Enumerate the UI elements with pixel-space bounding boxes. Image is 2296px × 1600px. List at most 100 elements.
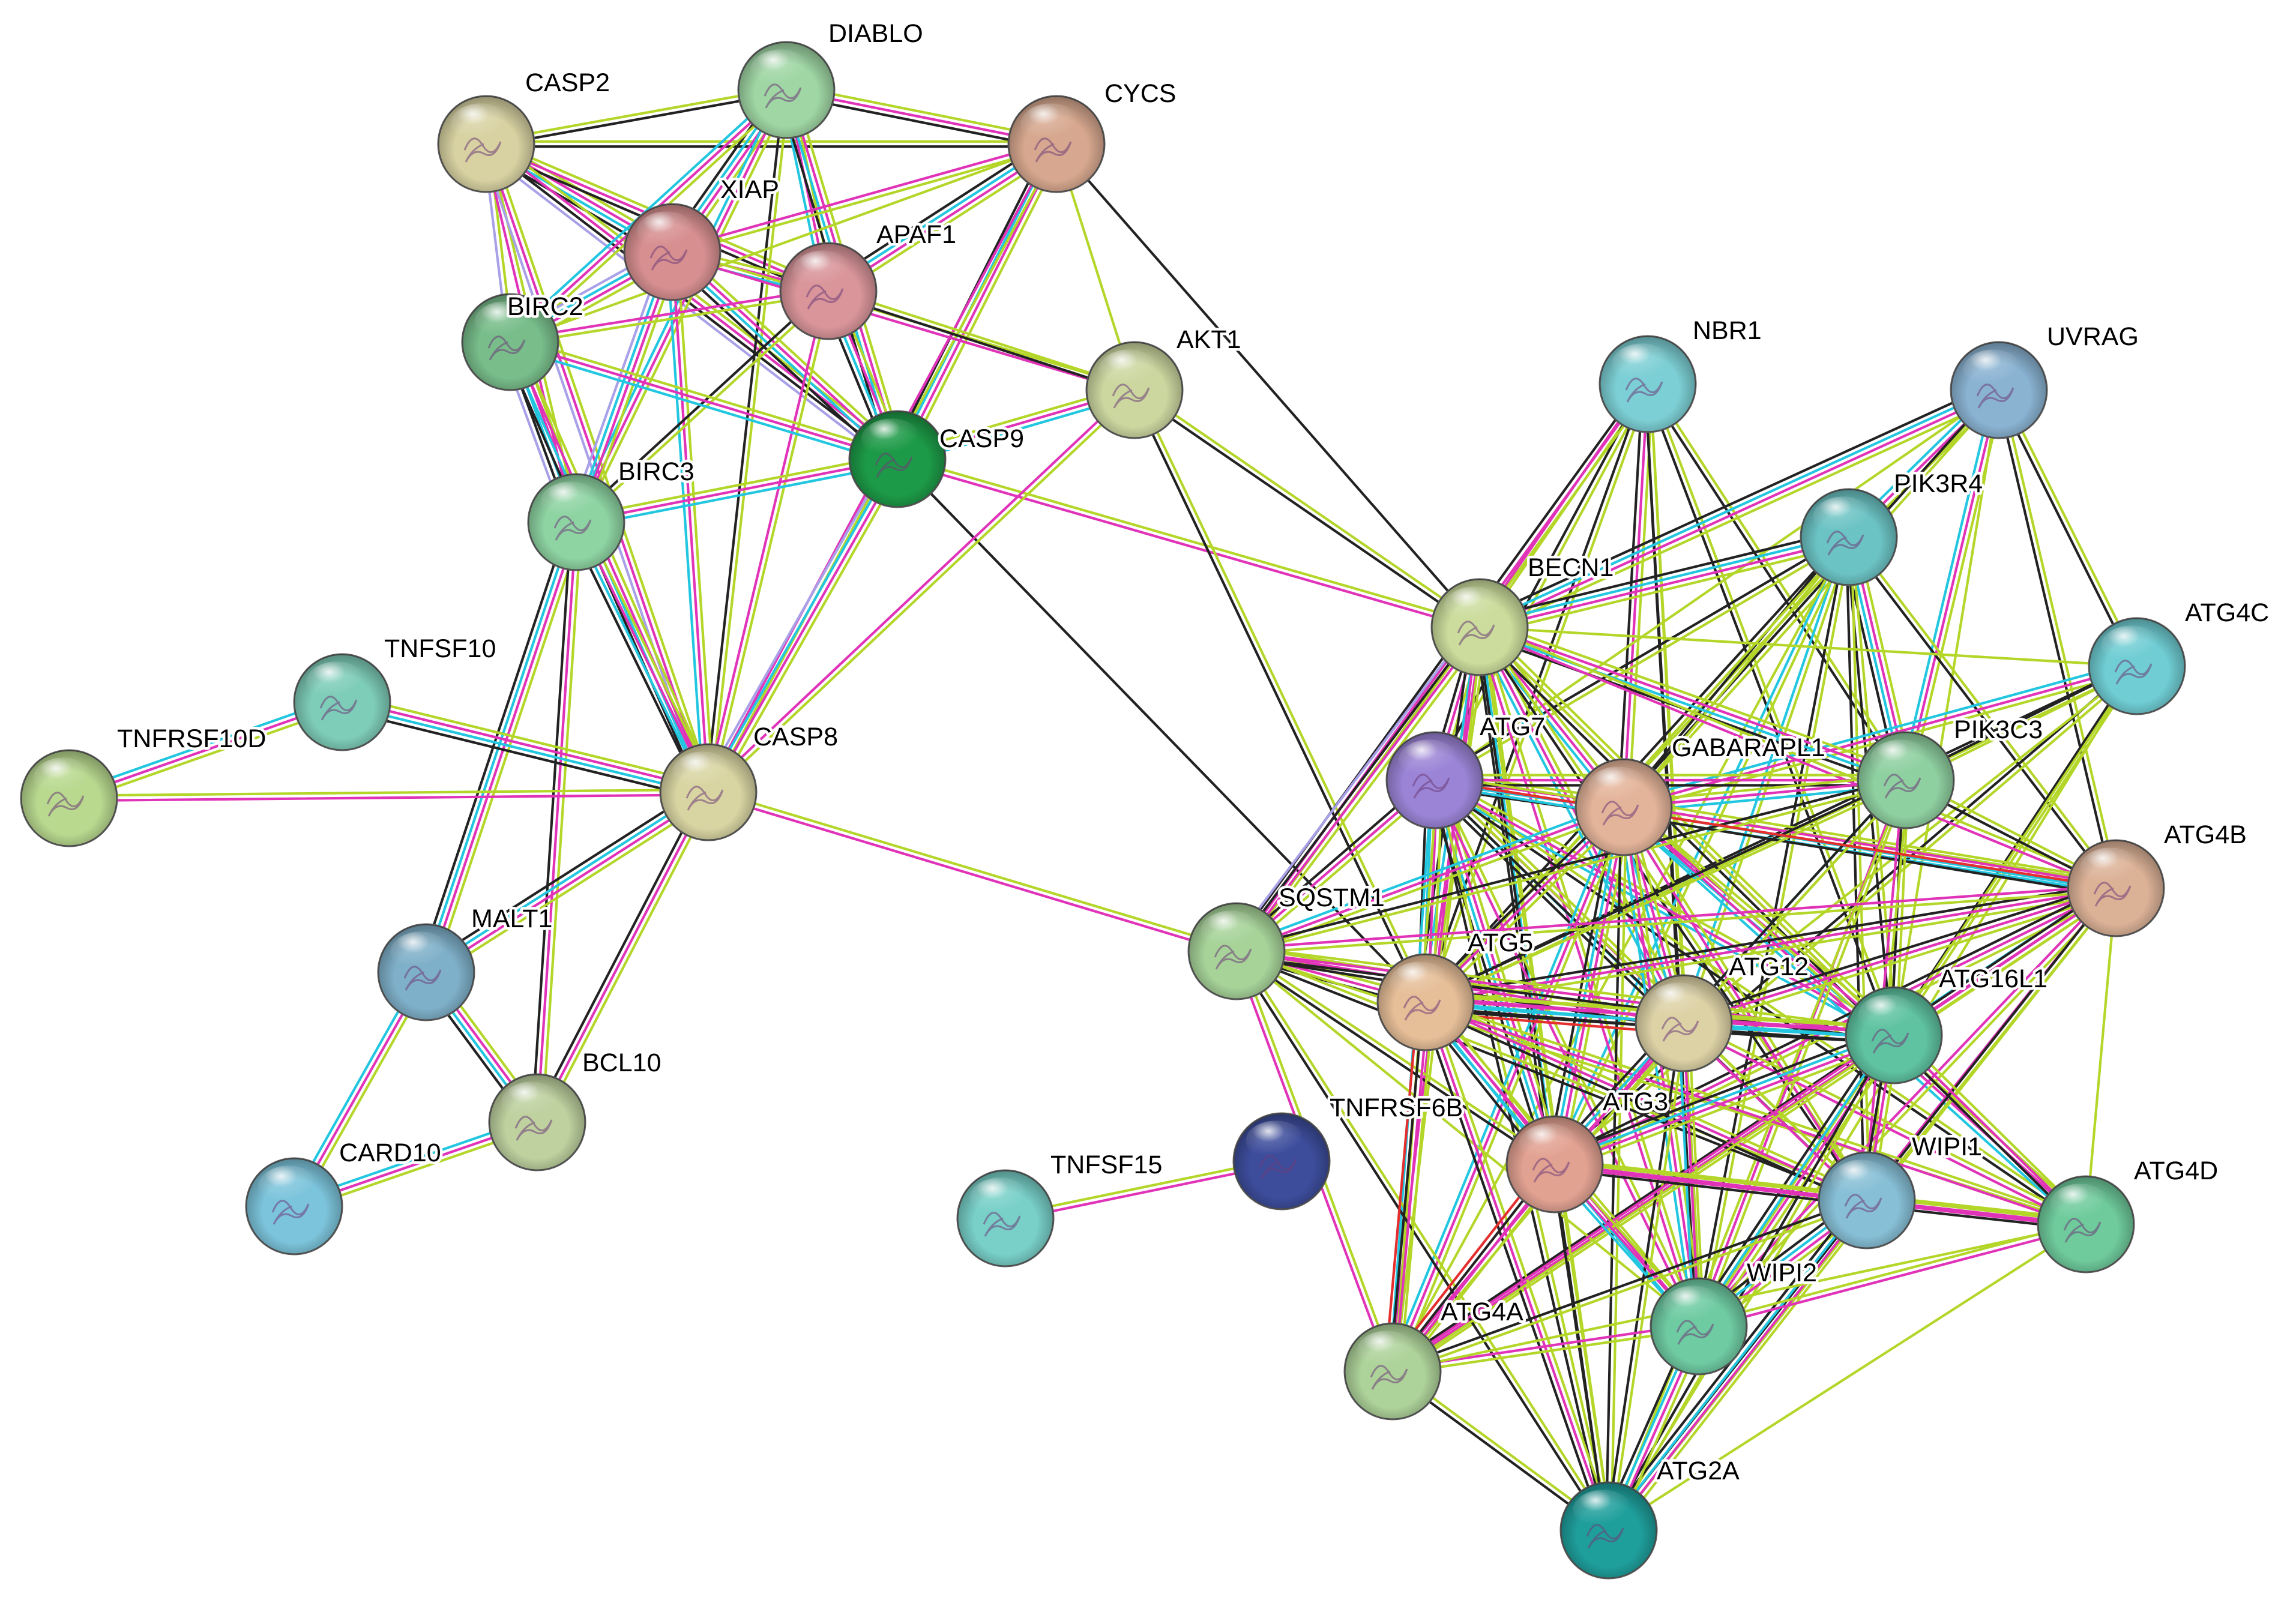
node-casp2[interactable]: CASP2 xyxy=(437,66,613,193)
edge-UVRAG-BECN1 xyxy=(1475,382,2004,636)
node-atg16l1[interactable]: ATG16L1 xyxy=(1845,962,2050,1084)
node-atg2a[interactable]: ATG2A xyxy=(1559,1454,1743,1580)
node-becn1[interactable]: BECN1 xyxy=(1430,551,1617,676)
edge-line-experiments xyxy=(1423,1003,2087,1229)
edge-line-databases xyxy=(1477,386,1999,627)
edge-PIK3C3-SQSTM1 xyxy=(1234,776,1908,955)
edge-line-textmining xyxy=(1391,1328,1701,1376)
node-wipi2[interactable]: WIPI2 xyxy=(1650,1256,1820,1376)
edge-line-coexpression xyxy=(531,520,573,1123)
node-highlight xyxy=(1648,982,1708,1023)
node-label: ATG4A xyxy=(1441,1298,1523,1326)
node-birc3[interactable]: BIRC3 xyxy=(527,455,697,571)
edge-line-coexpression xyxy=(1691,1029,1889,1324)
edge-ATG4B-ATG7 xyxy=(1433,778,2118,890)
edge-line-textmining xyxy=(2084,886,2118,1226)
node-label: TNFSF15 xyxy=(1050,1150,1162,1179)
edge-line-coexpression xyxy=(666,256,894,466)
node-tnfrsf10d[interactable]: TNFRSF10D xyxy=(20,722,269,847)
edge-line-experiments xyxy=(1698,1226,2088,1331)
node-atg5[interactable]: ATG5 xyxy=(1376,926,1536,1051)
edge-line-coexpression xyxy=(1390,1196,1867,1371)
edge-line-textmining xyxy=(676,250,715,793)
edge-line-experiments xyxy=(535,790,710,1124)
edge-line-textmining xyxy=(484,86,788,143)
node-akt1[interactable]: AKT1 xyxy=(1085,323,1244,439)
edge-line-coexpression xyxy=(1550,1026,1893,1159)
edge-ATG4D-ATG2A xyxy=(1607,1223,2088,1532)
node-highlight xyxy=(1858,994,1918,1035)
edge-line-coexpression xyxy=(1234,952,1867,1205)
node-bcl10[interactable]: BCL10 xyxy=(488,1046,664,1171)
edge-line-databases xyxy=(1899,387,1995,781)
edge-line-textmining xyxy=(342,693,712,786)
node-nbr1[interactable]: NBR1 xyxy=(1598,314,1764,433)
edge-line-databases xyxy=(1477,628,1906,784)
edge-BIRC3-CASP9 xyxy=(574,453,900,529)
node-label: SQSTM1 xyxy=(1279,883,1385,912)
edge-line-coexpression xyxy=(1419,1002,1606,1533)
edge-APAF1-BIRC2 xyxy=(508,287,830,346)
edge-line-textmining xyxy=(1481,618,1910,775)
edge-line-textmining xyxy=(510,335,900,456)
edge-line-databases xyxy=(669,253,897,463)
edge-PIK3R4-ATG7 xyxy=(1432,534,1852,784)
node-highlight xyxy=(792,250,852,291)
node-pik3r4[interactable]: PIK3R4 xyxy=(1800,467,1986,586)
node-card10[interactable]: CARD10 xyxy=(245,1136,444,1256)
edge-line-textmining xyxy=(708,788,1239,951)
node-highlight xyxy=(450,103,510,144)
node-label: BIRC2 xyxy=(507,292,583,321)
node-tnfsf10[interactable]: TNFSF10 xyxy=(293,632,499,751)
node-highlight xyxy=(474,301,534,342)
node-uvrag[interactable]: UVRAG xyxy=(1950,320,2141,439)
node-wipi1[interactable]: WIPI1 xyxy=(1818,1130,1985,1250)
edge-line-coexpression xyxy=(1552,1168,1868,1207)
node-sqstm1[interactable]: SQSTM1 xyxy=(1187,881,1387,1000)
node-highlight xyxy=(1399,739,1459,780)
node-tnfrsf6b[interactable]: TNFRSF6B xyxy=(1232,1091,1466,1211)
edge-line-textmining xyxy=(67,788,710,797)
node-tnfsf15[interactable]: TNFSF15 xyxy=(956,1148,1165,1268)
edge-line-experiments xyxy=(1479,391,2001,631)
edge-line-coexpression xyxy=(483,145,897,463)
node-highlight xyxy=(1201,910,1261,951)
node-birc2[interactable]: BIRC2 xyxy=(461,290,586,391)
node-atg4a[interactable]: ATG4A xyxy=(1343,1295,1526,1421)
edge-line-textmining xyxy=(1237,948,1612,1530)
node-cycs[interactable]: CYCS xyxy=(1007,77,1179,193)
node-xiap[interactable]: XIAP xyxy=(623,173,782,301)
edge-line-coexpression xyxy=(1475,382,1997,622)
edge-line-textmining xyxy=(1235,889,2118,955)
edge-line-coexpression xyxy=(339,708,708,801)
edge-line-textmining xyxy=(1609,1035,1897,1533)
edge-line-experiments xyxy=(1235,805,1626,953)
edge-line-textmining xyxy=(713,462,906,798)
node-atg4d[interactable]: ATG4D xyxy=(2037,1154,2221,1274)
node-casp9[interactable]: CASP9 xyxy=(848,410,1027,508)
edge-line-textmining xyxy=(1134,386,1483,627)
node-highlight xyxy=(1444,586,1504,627)
node-atg4c[interactable]: ATG4C xyxy=(2088,596,2272,715)
node-malt1[interactable]: MALT1 xyxy=(377,902,555,1021)
edge-PIK3C3-ATG5 xyxy=(1423,777,1908,1006)
node-atg3[interactable]: ATG3 xyxy=(1505,1085,1671,1214)
node-gabarapl1[interactable]: GABARAPL1 xyxy=(1574,731,1828,856)
node-pik3c3[interactable]: PIK3C3 xyxy=(1857,713,2046,829)
node-casp8[interactable]: CASP8 xyxy=(659,720,841,841)
edge-line-databases xyxy=(423,789,708,972)
node-apaf1[interactable]: APAF1 xyxy=(779,218,959,340)
node-atg7[interactable]: ATG7 xyxy=(1385,710,1548,829)
edge-CYCS-BECN1 xyxy=(1055,142,1481,629)
node-highlight xyxy=(1612,343,1672,384)
node-label: ATG4B xyxy=(2164,820,2247,849)
edge-UVRAG-ATG4B xyxy=(1995,388,2120,891)
node-atg4b[interactable]: ATG4B xyxy=(2067,818,2249,937)
node-atg12[interactable]: ATG12 xyxy=(1635,950,1812,1072)
edge-line-textmining xyxy=(1613,1203,1875,1536)
node-diablo[interactable]: DIABLO xyxy=(737,17,926,139)
edge-line-experiments xyxy=(1235,884,2117,950)
node-highlight xyxy=(501,1081,561,1122)
node-label: APAF1 xyxy=(876,220,956,249)
edge-line-coexpression xyxy=(1432,534,1849,780)
